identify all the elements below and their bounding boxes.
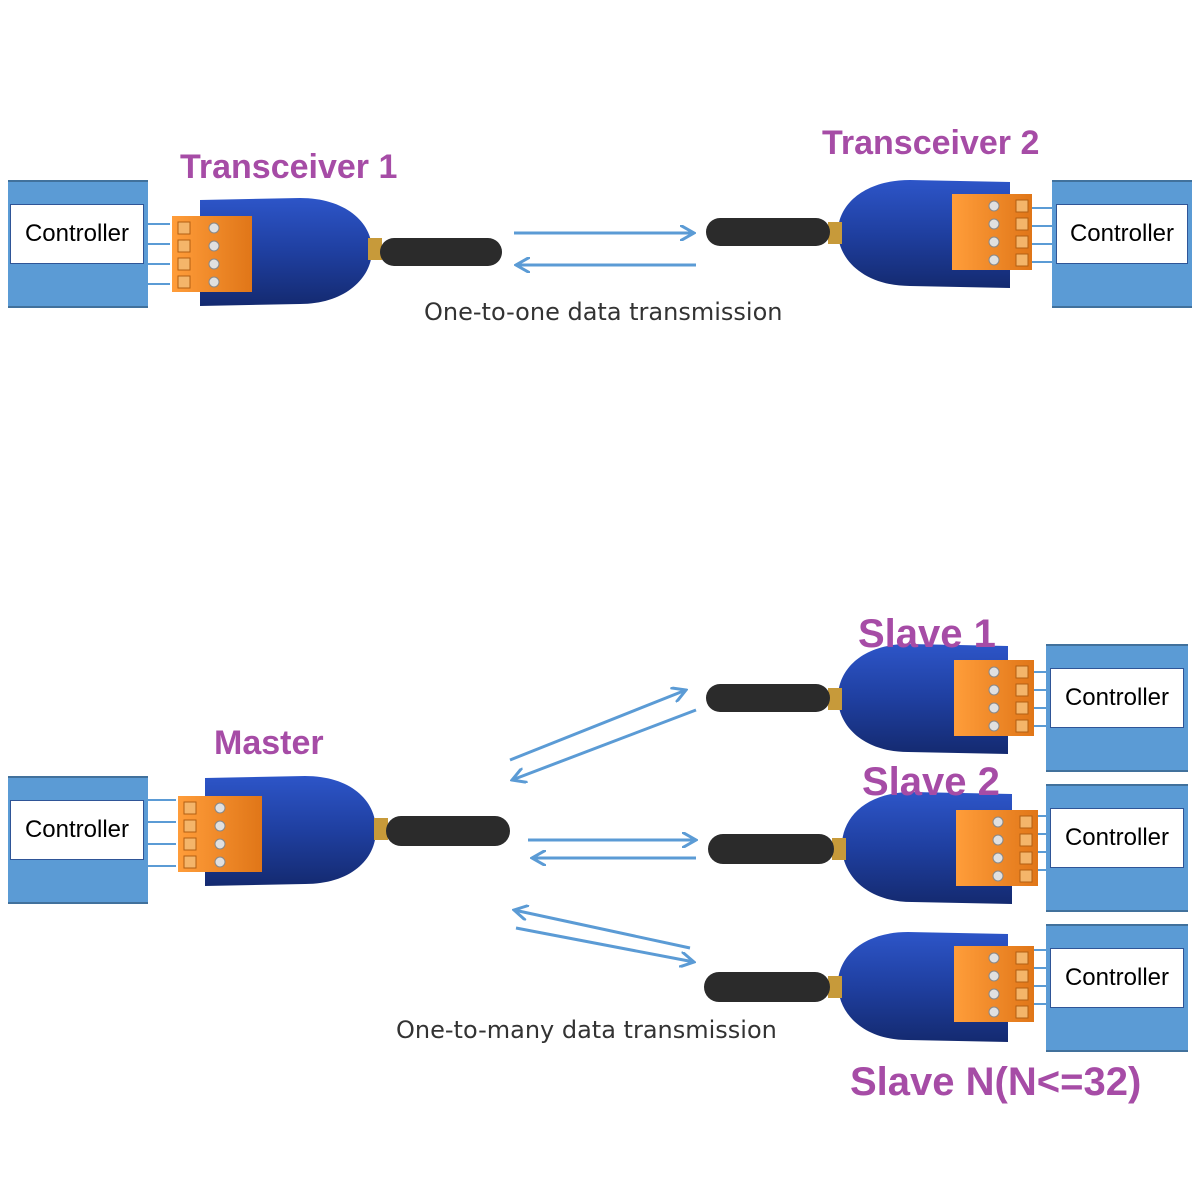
label-slave1: Slave 1: [858, 612, 996, 656]
controller-label: Controller: [1050, 668, 1184, 728]
device-slave2: [708, 792, 1038, 904]
controller-label: Controller: [10, 800, 144, 860]
label-slaveN: Slave N(N<=32): [850, 1060, 1142, 1104]
controller-label: Controller: [1056, 204, 1188, 264]
wires: [148, 207, 1052, 1005]
device-transceiver2: [706, 180, 1032, 288]
device-transceiver1: [172, 198, 502, 306]
arrow-slave1-out: [509, 690, 686, 762]
label-master: Master: [214, 724, 324, 762]
controller-label: Controller: [1050, 808, 1184, 868]
caption-one-to-one: One-to-one data transmission: [424, 298, 783, 326]
controller-label: Controller: [1050, 948, 1184, 1008]
arrows: [510, 233, 696, 962]
arrow-slaveN-in: [514, 910, 691, 950]
caption-one-to-many: One-to-many data transmission: [396, 1016, 777, 1044]
label-transceiver1: Transceiver 1: [180, 148, 398, 186]
arrow-slaveN-out: [515, 926, 694, 962]
device-master: [178, 776, 510, 886]
arrow-slave1-in: [512, 708, 697, 780]
label-slave2: Slave 2: [862, 760, 1000, 804]
controller-label: Controller: [10, 204, 144, 264]
label-transceiver2: Transceiver 2: [822, 124, 1040, 162]
device-slave1: [706, 644, 1034, 754]
